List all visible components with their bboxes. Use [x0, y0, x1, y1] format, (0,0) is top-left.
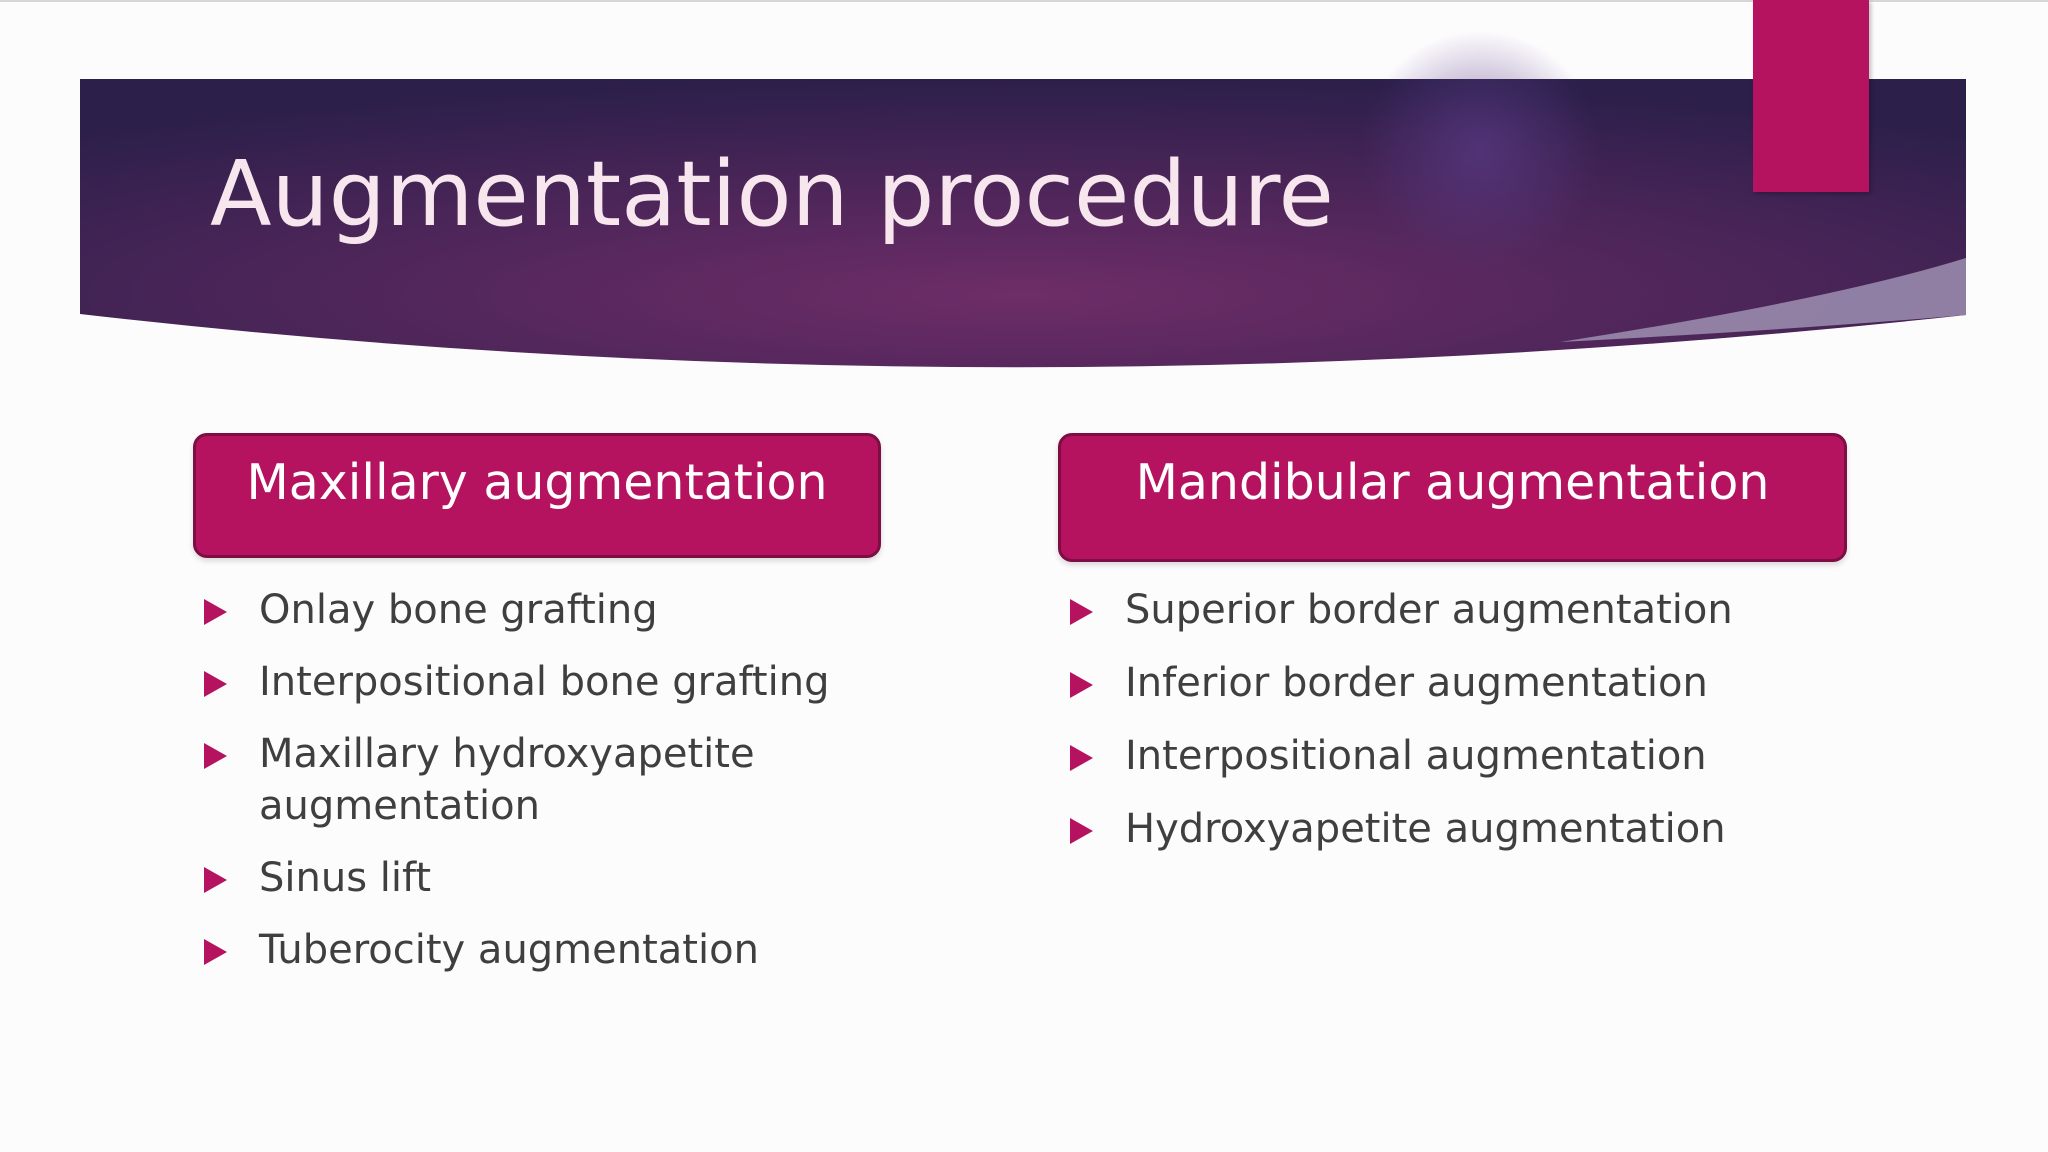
maxillary-list: Onlay bone grafting Interpositional bone… — [204, 584, 844, 996]
list-item: Onlay bone grafting — [204, 584, 844, 636]
bullet-arrow-icon — [1070, 672, 1093, 698]
bullet-arrow-icon — [204, 743, 227, 769]
list-item: Maxillary hydroxyapetite augmentation — [204, 728, 844, 832]
bullet-arrow-icon — [204, 939, 227, 965]
bullet-arrow-icon — [1070, 599, 1093, 625]
maxillary-header: Maxillary augmentation — [193, 433, 881, 558]
list-item: Inferior border augmentation — [1070, 657, 1850, 709]
bullet-arrow-icon — [204, 867, 227, 893]
mandibular-list: Superior border augmentation Inferior bo… — [1070, 584, 1850, 876]
bullet-arrow-icon — [1070, 818, 1093, 844]
list-item: Sinus lift — [204, 852, 844, 904]
slide-title: Augmentation procedure — [210, 142, 1334, 247]
list-item-text: Superior border augmentation — [1125, 587, 1733, 633]
title-banner — [80, 30, 1966, 368]
bullet-arrow-icon — [204, 599, 227, 625]
list-item: Tuberocity augmentation — [204, 924, 844, 976]
bullet-arrow-icon — [204, 671, 227, 697]
list-item-text: Interpositional bone grafting — [259, 659, 830, 705]
list-item-text: Inferior border augmentation — [1125, 660, 1708, 706]
list-item-text: Onlay bone grafting — [259, 587, 658, 633]
list-item: Superior border augmentation — [1070, 584, 1850, 636]
list-item: Interpositional augmentation — [1070, 730, 1850, 782]
list-item: Hydroxyapetite augmentation — [1070, 803, 1850, 855]
list-item-text: Hydroxyapetite augmentation — [1125, 806, 1726, 852]
list-item-text: Interpositional augmentation — [1125, 733, 1707, 779]
list-item-text: Sinus lift — [259, 855, 432, 901]
list-item-text: Maxillary hydroxyapetite augmentation — [259, 731, 755, 829]
bullet-arrow-icon — [1070, 745, 1093, 771]
mandibular-header: Mandibular augmentation — [1058, 433, 1847, 562]
top-border-line — [0, 0, 2048, 2]
accent-tab — [1753, 0, 1869, 192]
list-item-text: Tuberocity augmentation — [259, 927, 759, 973]
list-item: Interpositional bone grafting — [204, 656, 844, 708]
